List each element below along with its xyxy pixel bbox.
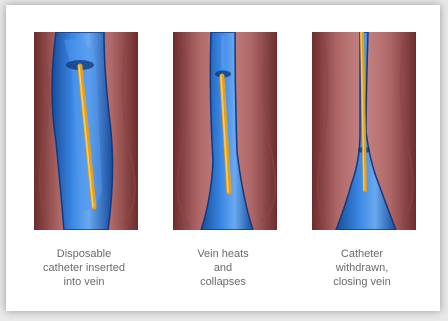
vein-illustration-2 [173, 32, 277, 230]
caption-line: Vein heats [159, 247, 287, 261]
caption-line: collapses [159, 275, 287, 289]
panel-vein-collapses [173, 32, 277, 230]
caption-line: and [159, 261, 287, 275]
caption-step-2: Vein heats and collapses [159, 247, 287, 289]
caption-line: Catheter [298, 247, 426, 261]
caption-step-1: Disposable catheter inserted into vein [20, 247, 148, 289]
illustration-frame: Disposable catheter inserted into vein V… [6, 5, 440, 311]
caption-line: into vein [20, 275, 148, 289]
vein-illustration-3 [312, 32, 416, 230]
caption-line: Disposable [20, 247, 148, 261]
panel-catheter-withdrawn [312, 32, 416, 230]
panel-catheter-inserted [34, 32, 138, 230]
vein-illustration-1 [34, 32, 138, 230]
caption-step-3: Catheter withdrawn, closing vein [298, 247, 426, 289]
caption-line: closing vein [298, 275, 426, 289]
caption-line: catheter inserted [20, 261, 148, 275]
caption-line: withdrawn, [298, 261, 426, 275]
